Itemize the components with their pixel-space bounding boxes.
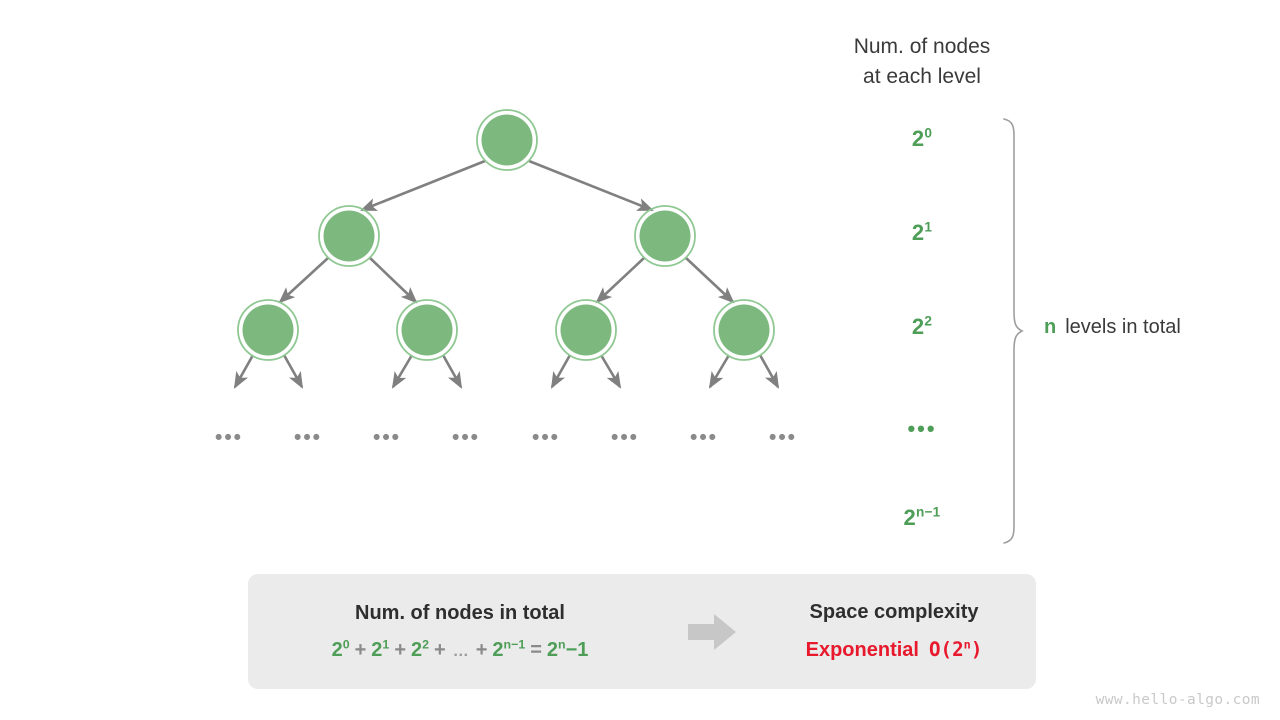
levels-column-header-line2: at each level xyxy=(863,65,981,88)
edge-l3a-right xyxy=(282,354,304,389)
edge-l3c-right xyxy=(599,354,622,389)
edge-root-left xyxy=(360,159,486,212)
edge-l2a-left xyxy=(278,257,329,304)
summary-left-panel: Num. of nodes in total 20+21+22+…+2n−1=2… xyxy=(250,602,670,662)
edge-l3a-left xyxy=(233,354,255,389)
edge-l3d-left xyxy=(708,354,731,389)
levels-column-header: Num. of nodes at each level xyxy=(812,32,1032,92)
edge-l2b-left xyxy=(595,257,645,304)
edge-l3c-left xyxy=(550,354,572,389)
leaf-ellipsis-3: ••• xyxy=(451,426,481,449)
level-count-exp-1: 1 xyxy=(924,219,933,235)
level-count-label-2: 22 xyxy=(842,314,1002,340)
edge-l3b-right xyxy=(441,354,463,389)
formula-term-2: 22 xyxy=(411,636,430,661)
watermark: www.hello-algo.com xyxy=(1095,692,1260,708)
levels-in-total-text: levels in total xyxy=(1065,316,1181,338)
level-count-ellipsis: ••• xyxy=(907,416,937,441)
levels-variable-n: n xyxy=(1044,316,1057,338)
level-count-exp-0: 0 xyxy=(924,125,933,141)
edge-l2a-right xyxy=(369,257,418,304)
tree-nodes xyxy=(237,109,775,361)
formula-equals: = xyxy=(530,638,542,661)
formula-op-2: + xyxy=(434,638,446,661)
level-count-exp-last: n−1 xyxy=(915,504,941,520)
level-count-label-0: 20 xyxy=(842,126,1002,152)
summary-box: Num. of nodes in total 20+21+22+…+2n−1=2… xyxy=(248,574,1036,689)
summary-complexity-value: Exponential O(2n) xyxy=(806,638,983,662)
edge-root-right xyxy=(528,159,654,212)
level-count-base-last: 2 xyxy=(903,505,916,530)
leaf-ellipsis-7: ••• xyxy=(768,426,798,449)
formula-op-0: + xyxy=(354,638,367,661)
edge-l3b-left xyxy=(391,354,414,389)
leaf-ellipsis-1: ••• xyxy=(293,426,323,449)
leaf-ellipsis-0: ••• xyxy=(214,426,244,449)
leaf-ellipsis-2: ••• xyxy=(372,426,402,449)
tree-node-level2-right xyxy=(634,205,696,267)
formula-term-1: 21 xyxy=(371,636,390,661)
edge-l3d-right xyxy=(758,354,780,389)
complexity-big-o: O(2n) xyxy=(928,637,983,661)
complexity-name: Exponential xyxy=(805,639,919,661)
right-arrow-icon xyxy=(688,613,736,650)
leaf-ellipsis-5: ••• xyxy=(610,426,640,449)
level-count-base-0: 2 xyxy=(911,126,925,151)
tree-edges-level2 xyxy=(278,257,735,304)
formula-term-last: 2n−1 xyxy=(492,636,526,661)
formula-op-3: + xyxy=(475,638,488,661)
formula-result: 2n−1 xyxy=(546,636,589,661)
tree-node-level3-d xyxy=(713,299,775,361)
formula-term-0: 20 xyxy=(331,636,350,661)
summary-right-panel: Space complexity Exponential O(2n) xyxy=(754,601,1034,662)
level-count-label-last: 2n−1 xyxy=(842,505,1002,531)
formula-ellipsis: … xyxy=(452,642,469,660)
summary-formula: 20+21+22+…+2n−1=2n−1 xyxy=(331,636,589,662)
leaf-ellipsis-6: ••• xyxy=(689,426,719,449)
tree-node-level2-left xyxy=(318,205,380,267)
summary-arrow-container xyxy=(670,612,754,652)
tree-node-root xyxy=(476,109,538,171)
tree-edges-level3 xyxy=(233,354,780,389)
levels-column-header-line1: Num. of nodes xyxy=(853,35,991,58)
leaf-ellipsis-4: ••• xyxy=(531,426,561,449)
formula-op-1: + xyxy=(394,638,406,661)
tree-node-level3-a xyxy=(237,299,299,361)
edge-l2b-right xyxy=(685,257,735,304)
levels-brace xyxy=(1003,118,1024,544)
level-count-base-1: 2 xyxy=(911,220,925,245)
level-count-base-2: 2 xyxy=(911,314,925,339)
level-count-exp-2: 2 xyxy=(924,313,933,329)
level-count-label-1: 21 xyxy=(842,220,1002,246)
summary-right-title: Space complexity xyxy=(809,601,979,623)
tree-node-level3-c xyxy=(555,299,617,361)
tree-edges-level1 xyxy=(360,159,654,212)
tree-node-level3-b xyxy=(396,299,458,361)
summary-left-title: Num. of nodes in total xyxy=(355,601,565,624)
levels-in-total-label: n levels in total xyxy=(1044,316,1181,339)
